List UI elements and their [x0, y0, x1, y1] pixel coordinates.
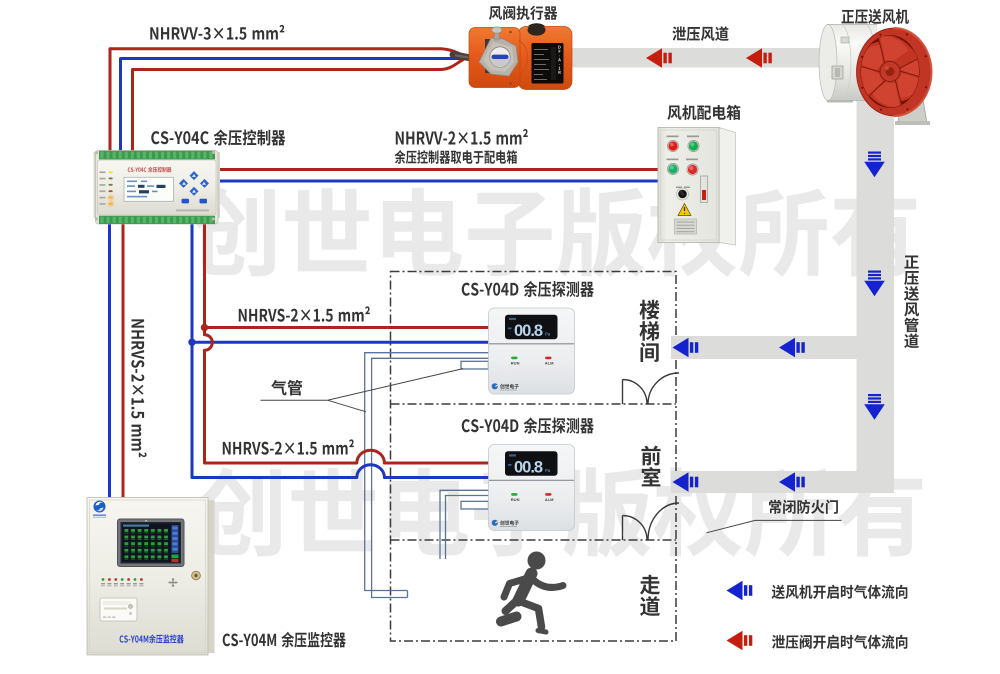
- svg-text:RUN: RUN: [511, 361, 520, 366]
- svg-text:ALM: ALM: [545, 497, 554, 502]
- svg-text:Pa: Pa: [545, 332, 551, 337]
- svg-text:00.8: 00.8: [514, 322, 543, 340]
- svg-text:RUN: RUN: [511, 497, 520, 502]
- svg-text:ALM: ALM: [545, 361, 554, 366]
- svg-text:00.8: 00.8: [514, 458, 543, 476]
- svg-text:Pa: Pa: [545, 468, 551, 473]
